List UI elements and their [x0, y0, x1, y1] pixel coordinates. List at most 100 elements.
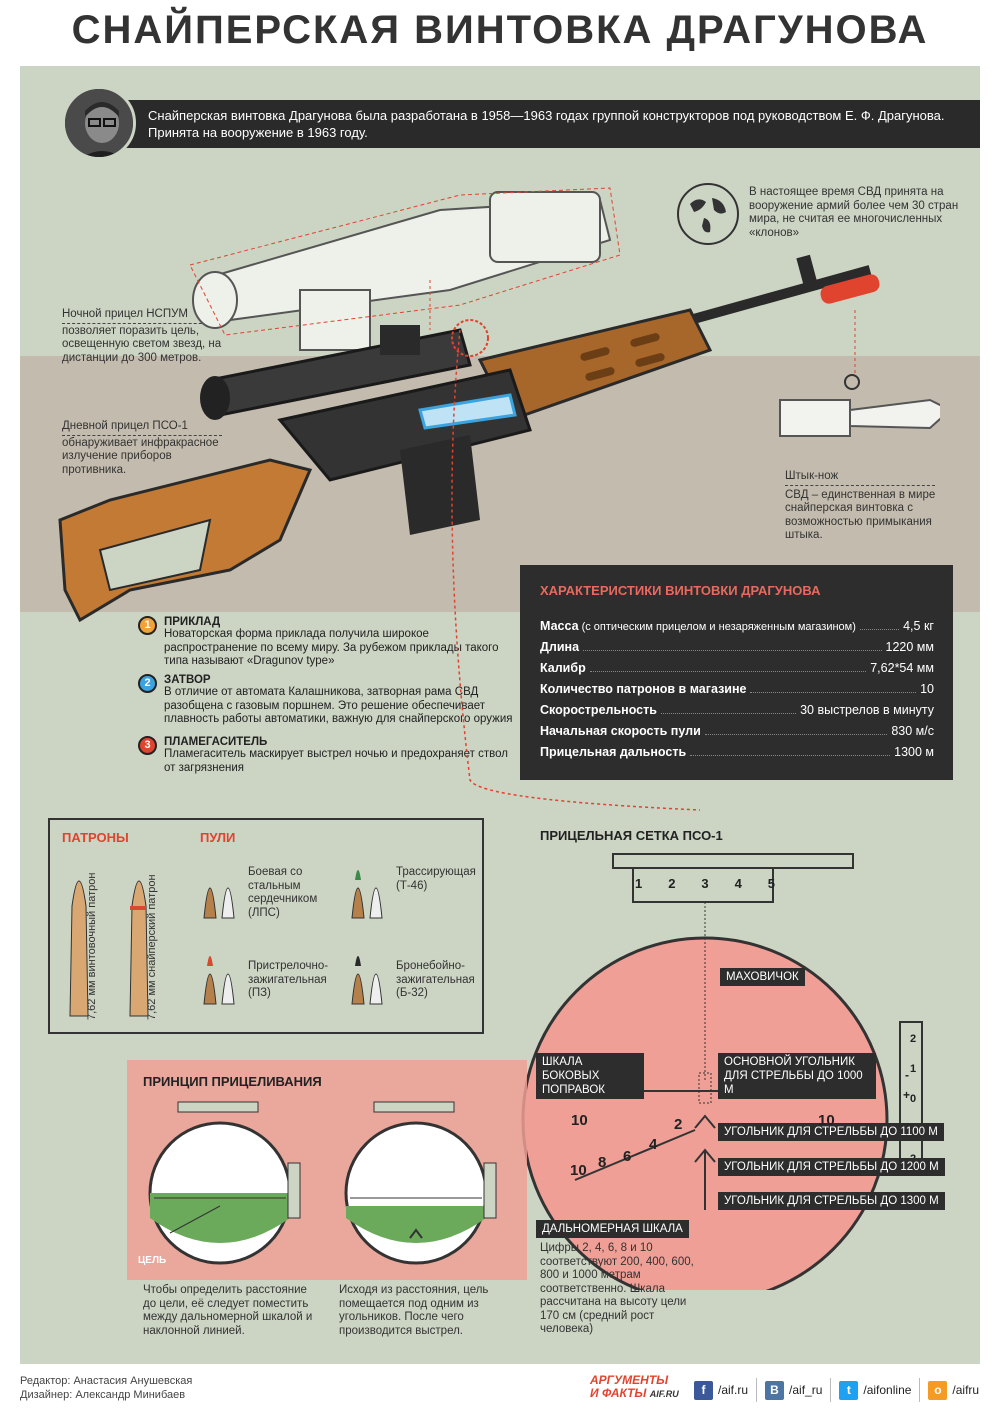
credits: Редактор: Анастасия Анушевская Дизайнер:…: [20, 1374, 192, 1402]
features-list: 1 ПРИКЛАД Новаторская форма приклада пол…: [138, 616, 518, 776]
night-scope-title: Ночной прицел НСПУМ: [62, 308, 188, 320]
page-title: СНАЙПЕРСКАЯ ВИНТОВКА ДРАГУНОВА: [71, 8, 929, 52]
feature-number: 2: [138, 674, 157, 693]
chevron-1300-label: УГОЛЬНИК ДЛЯ СТРЕЛЬБЫ ДО 1300 М: [718, 1192, 945, 1210]
scale-mark: 1: [909, 1063, 917, 1075]
scale-mark: 3: [701, 876, 709, 891]
bullet-pz-label: Пристрелочно-зажигательная (ПЗ): [248, 960, 329, 999]
intro-text: Снайперская винтовка Драгунова была разр…: [110, 100, 980, 148]
bullets-title: ПУЛИ: [200, 830, 236, 845]
range-number: 8: [598, 1154, 607, 1171]
bullet-b32-label: Бронебойно-зажигательная (Б-32): [396, 960, 475, 999]
windage-left-value: 10: [571, 1112, 588, 1129]
facebook-icon[interactable]: f: [694, 1380, 713, 1400]
spec-label: Прицельная дальность: [540, 745, 687, 759]
scale-mark: 4: [734, 876, 742, 891]
feature-number: 1: [138, 616, 157, 635]
flywheel-label: МАХОВИЧОК: [720, 968, 805, 986]
facebook-link[interactable]: /aif.ru: [718, 1383, 749, 1397]
scale-mark: 0: [909, 1093, 917, 1105]
aiming-title: ПРИНЦИП ПРИЦЕЛИВАНИЯ: [143, 1074, 322, 1089]
spec-value: 30 выстрелов в минуту: [800, 703, 934, 717]
cartridge2-label: 7,62 мм снайперский патрон: [146, 874, 158, 1020]
connector-line: [451, 330, 701, 811]
bullet-t46-label: Трассирующая (Т-46): [396, 866, 476, 892]
feature-title: ПЛАМЕГАСИТЕЛЬ: [164, 736, 268, 748]
logo-line-1: АРГУМЕНТЫ: [590, 1373, 669, 1387]
divider: [62, 322, 222, 324]
day-scope-title: Дневной прицел ПСО-1: [62, 420, 188, 432]
feature-text: В отличие от автомата Калашникова, затво…: [164, 686, 513, 725]
bullet-b32-icon: [351, 956, 383, 1005]
chevron-1100-label: УГОЛЬНИК ДЛЯ СТРЕЛЬБЫ ДО 1100 М: [718, 1123, 944, 1141]
chevron-1200-label: УГОЛЬНИК ДЛЯ СТРЕЛЬБЫ ДО 1200 М: [718, 1158, 945, 1176]
range-number: 10: [570, 1162, 587, 1179]
cartridges-icon: [69, 880, 149, 1017]
divider: [62, 434, 222, 436]
spec-row: Прицельная дальность 1300 м: [540, 745, 934, 759]
social-links: f /aif.ru В /aif_ru t /aifonline о /aifr…: [694, 1378, 979, 1402]
cartridges-title: ПАТРОНЫ: [62, 830, 129, 845]
aif-logo[interactable]: АРГУМЕНТЫ И ФАКТЫ AIF.RU: [590, 1374, 690, 1401]
feature-title: ЗАТВОР: [164, 674, 211, 686]
scale-mark: 1: [635, 876, 643, 891]
divider: [785, 484, 935, 486]
odnoklassniki-link[interactable]: /aifru: [952, 1383, 980, 1397]
specs-table: ХАРАКТЕРИСТИКИ ВИНТОВКИ ДРАГУНОВА Масса …: [520, 565, 953, 780]
day-scope-text: обнаруживает инфракрасное излучение приб…: [62, 436, 219, 476]
day-scope-info: Дневной прицел ПСО-1 обнаруживает инфрак…: [62, 420, 232, 477]
windage-label: ШКАЛА БОКОВЫХ ПОПРАВОК: [536, 1053, 644, 1099]
bayonet-title: Штык-нож: [785, 470, 839, 482]
scale-mark: 5: [767, 876, 775, 891]
aiming-text-2: Исходя из расстояния, цель помещается по…: [339, 1284, 489, 1337]
odnoklassniki-icon[interactable]: о: [928, 1380, 948, 1400]
night-scope-info: Ночной прицел НСПУМ позволяет поразить ц…: [62, 308, 232, 365]
ammo-box: ПАТРОНЫ ПУЛИ 7,62 мм винтовочный патрон …: [48, 818, 484, 1034]
vk-link[interactable]: /aif_ru: [789, 1383, 823, 1397]
spec-value: 1300 м: [894, 745, 934, 759]
feature-title: ПРИКЛАД: [164, 616, 221, 628]
plus-sign: +: [903, 1088, 911, 1102]
vk-icon[interactable]: В: [765, 1380, 785, 1400]
globe-icon: [676, 182, 740, 246]
spec-value: 10: [920, 682, 934, 696]
aiming-diagrams: [148, 1101, 497, 1265]
feature-text: Новаторская форма приклада получила широ…: [164, 628, 499, 667]
footer: Редактор: Анастасия Анушевская Дизайнер:…: [0, 1364, 1000, 1417]
rifle-illustration: [58, 187, 940, 623]
spec-sublabel: (с оптическим прицелом и незаряженным ма…: [578, 621, 856, 633]
designer-portrait: [62, 86, 136, 160]
range-number: 6: [623, 1148, 632, 1165]
twitter-icon[interactable]: t: [839, 1380, 859, 1400]
range-number: 4: [649, 1136, 658, 1153]
bullet-t46-icon: [351, 870, 383, 919]
bayonet-text: СВД – единственная в мире снайперская ви…: [785, 488, 936, 542]
spec-value: 1220 мм: [885, 640, 934, 654]
specs-title: ХАРАКТЕРИСТИКИ ВИНТОВКИ ДРАГУНОВА: [540, 583, 821, 598]
spec-value: 7,62*54 мм: [870, 661, 934, 675]
cartridge1-label: 7,62 мм винтовочный патрон: [86, 872, 98, 1020]
twitter-link[interactable]: /aifonline: [863, 1383, 912, 1397]
minus-sign: -: [905, 1068, 909, 1082]
bullet-lps-icon: [203, 887, 235, 919]
spec-label: Масса: [540, 619, 579, 633]
night-scope-text: позволяет поразить цель, освещенную свет…: [62, 324, 222, 364]
feature-stock: 1 ПРИКЛАД Новаторская форма приклада пол…: [138, 616, 518, 674]
bullet-lps-label: Боевая со стальным сердечником (ЛПС): [248, 866, 318, 919]
world-note: В настоящее время СВД принята на вооруже…: [749, 186, 959, 239]
feature-flash-hider: 3 ПЛАМЕГАСИТЕЛЬ Пламегаситель маскирует …: [138, 736, 518, 776]
spec-row: Скорострельность 30 выстрелов в минуту: [540, 703, 934, 717]
spec-label: Скорострельность: [540, 703, 657, 717]
feature-bolt: 2 ЗАТВОР В отличие от автомата Калашнико…: [138, 674, 518, 736]
windage-right-value: 10: [818, 1112, 835, 1129]
bullet-pz-icon: [203, 956, 235, 1005]
bayonet-info: Штык-нож СВД – единственная в мире снайп…: [785, 470, 945, 543]
feature-text: Пламегаситель маскирует выстрел ночью и …: [164, 748, 508, 774]
scale-mark: 2: [909, 1033, 917, 1045]
logo-site: AIF.RU: [649, 1389, 679, 1399]
designer-credit: Дизайнер: Александр Минибаев: [20, 1389, 186, 1401]
